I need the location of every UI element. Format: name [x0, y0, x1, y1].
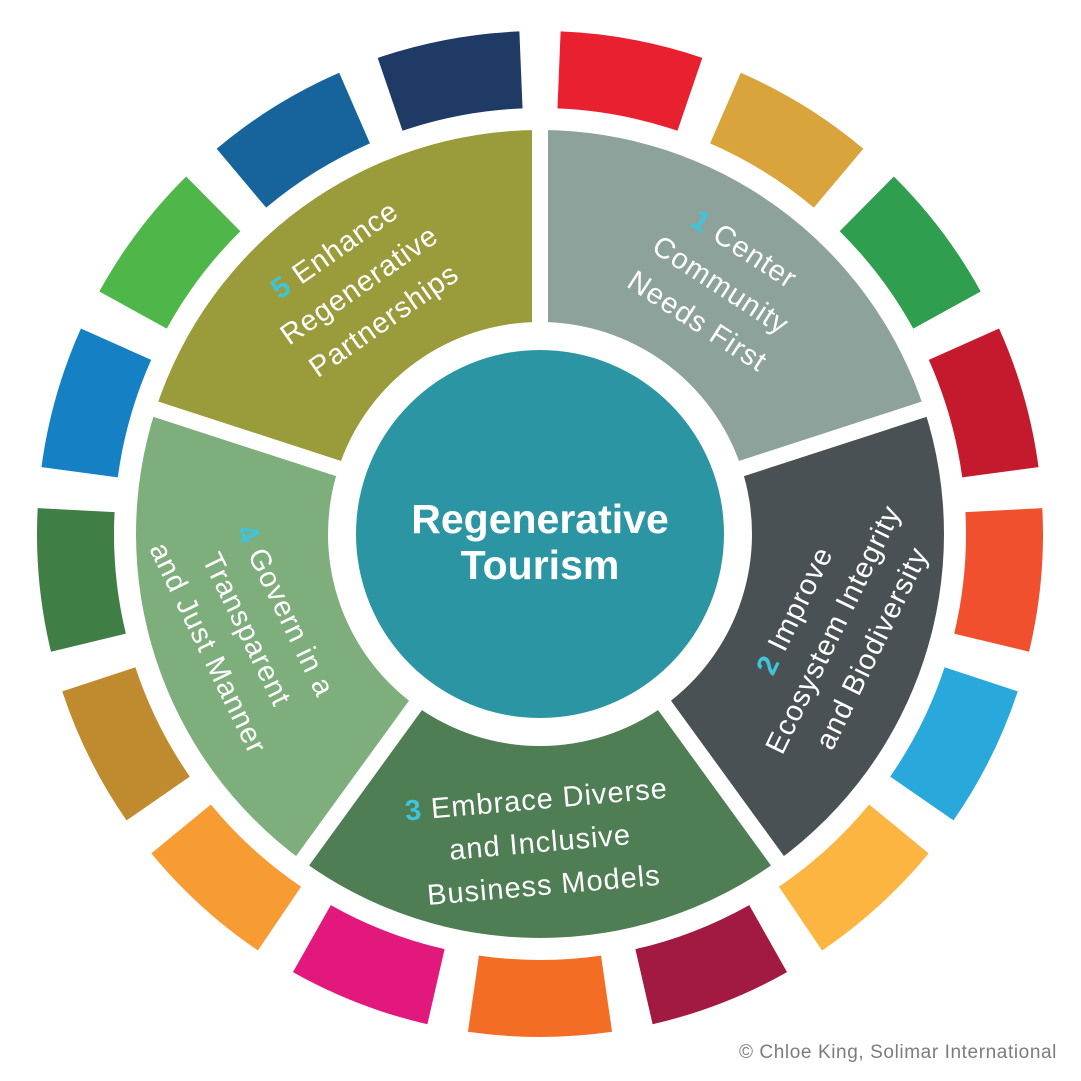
- principle-wedges: [135, 130, 945, 939]
- center-circle: [356, 350, 724, 718]
- sdg-ring-segment-9: [467, 955, 613, 1037]
- sdg-outer-ring: [36, 31, 1044, 1037]
- wedge-separator-2: [727, 398, 936, 480]
- sdg-ring-segment-5: [954, 508, 1044, 652]
- wedge-separators: [144, 121, 936, 873]
- sdg-ring-segment-15: [99, 176, 241, 329]
- sdg-ring-segment-3: [839, 176, 981, 329]
- sdg-ring-segment-16: [216, 72, 370, 208]
- wedge-separator-4: [290, 691, 429, 873]
- principle-wedge-3: [302, 705, 778, 939]
- sdg-ring-segment-14: [41, 328, 152, 478]
- sdg-ring-segment-8: [635, 905, 788, 1025]
- principle-wedge-4: [135, 409, 416, 861]
- sdg-ring-segment-12: [62, 667, 190, 821]
- wedge-separator-3: [651, 691, 790, 873]
- sdg-ring-segment-10: [292, 905, 445, 1025]
- sdg-ring-segment-11: [151, 804, 302, 951]
- sdg-ring-segment-1: [557, 31, 703, 131]
- sdg-ring-segment-2: [710, 72, 864, 208]
- sdg-ring-segment-7: [778, 804, 929, 951]
- principle-wedge-2: [664, 409, 945, 861]
- sdg-ring-segment-4: [928, 328, 1039, 478]
- copyright-text: © Chloe King, Solimar International: [738, 1042, 1057, 1063]
- sdg-ring-segment-13: [36, 508, 126, 652]
- principle-wedge-5: [155, 130, 540, 469]
- principle-wedge-1: [540, 130, 925, 469]
- sdg-ring-segment-17: [377, 31, 523, 131]
- wedge-separator-5: [144, 398, 353, 480]
- sdg-ring-segment-6: [890, 667, 1018, 821]
